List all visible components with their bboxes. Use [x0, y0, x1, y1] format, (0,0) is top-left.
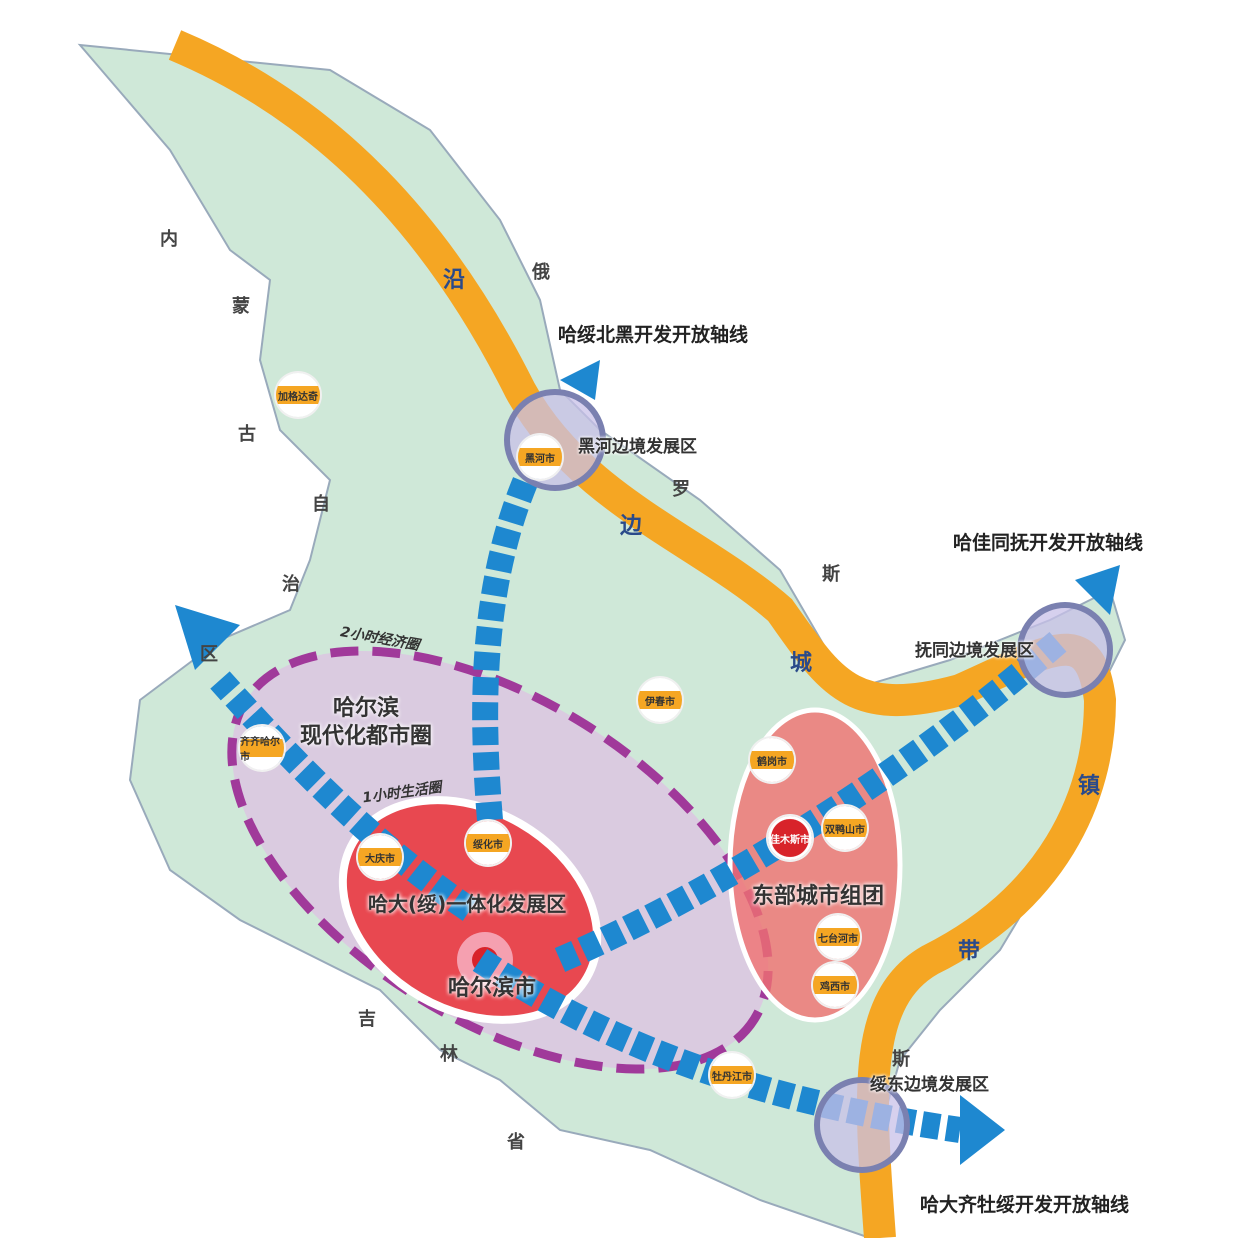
belt-label: 城 [790, 651, 813, 676]
axis-label: 哈大齐牡绥开发开放轴线 [920, 1194, 1130, 1216]
city-marker: 大庆市 [358, 835, 402, 879]
east-cluster-label: 东部城市组团 [752, 884, 885, 909]
city-marker: 牡丹江市 [710, 1053, 754, 1097]
belt-label: 镇 [1078, 774, 1101, 799]
city-marker: 七台河市 [816, 915, 860, 959]
axis-label: 哈绥北黑开发开放轴线 [558, 324, 749, 346]
city-marker: 双鸭山市 [823, 806, 867, 850]
city-marker: 鹤岗市 [750, 738, 794, 782]
neighbor-label: 省 [507, 1132, 525, 1153]
city-marker: 伊春市 [638, 678, 682, 722]
axis-arrow-west [175, 605, 240, 670]
belt-label: 边 [620, 514, 643, 539]
city-marker: 鸡西市 [813, 963, 857, 1007]
zone-label: 绥东边境发展区 [870, 1075, 989, 1095]
city-marker: 黑河市 [518, 435, 562, 479]
zone-label: 黑河边境发展区 [578, 437, 697, 457]
border-belt [168, 30, 1117, 1238]
neighbor-label: 内 [160, 229, 178, 250]
belt-label: 沿 [443, 268, 466, 293]
belt-label: 带 [958, 939, 981, 964]
core-city-label: 哈尔滨市 [448, 976, 537, 1001]
metro-circle-label: 哈尔滨 现代化都市圈 [300, 696, 433, 749]
neighbor-label: 斯 [822, 564, 840, 585]
city-marker: 绥化市 [466, 821, 510, 865]
city-marker: 佳木斯市 [768, 816, 812, 860]
axis-corridor-west [210, 671, 478, 921]
axis-corridor-north [472, 433, 557, 822]
fuyuan-zone-marker [1017, 602, 1113, 698]
city-marker: 齐齐哈尔市 [240, 726, 284, 770]
integration-zone-label: 哈大(绥)一体化发展区 [368, 892, 567, 916]
city-marker: 加格达奇 [276, 373, 320, 417]
neighbor-label: 蒙 [232, 296, 250, 317]
neighbor-label: 区 [200, 644, 218, 665]
neighbor-label: 俄 [532, 262, 550, 283]
neighbor-label: 自 [312, 494, 330, 515]
neighbor-label: 斯 [892, 1049, 910, 1070]
suifenhe-zone-marker [814, 1077, 910, 1173]
neighbor-label: 林 [440, 1044, 458, 1065]
neighbor-label: 治 [282, 574, 300, 595]
axis-label: 哈佳同抚开发开放轴线 [953, 532, 1144, 554]
axis-arrow-southeast [960, 1095, 1005, 1165]
axis-arrow-north [560, 360, 600, 400]
zone-label: 抚同边境发展区 [915, 641, 1034, 661]
neighbor-label: 古 [238, 424, 256, 445]
neighbor-label: 罗 [672, 479, 690, 500]
neighbor-label: 吉 [358, 1009, 376, 1030]
axis-arrow-northeast [1075, 565, 1120, 615]
